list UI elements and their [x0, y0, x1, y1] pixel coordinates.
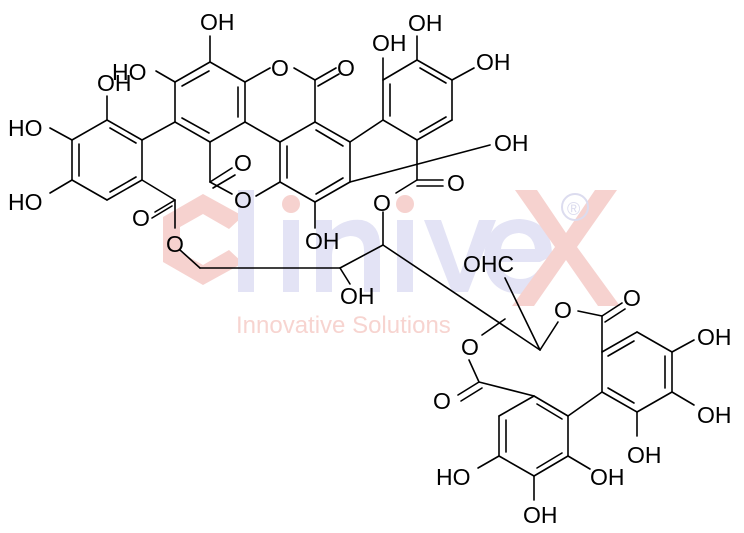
watermark-letter-v	[424, 220, 496, 292]
label-oh-lr-2: OH	[697, 402, 732, 428]
label-oh-cross: OH	[494, 130, 529, 156]
watermark-dot-1	[282, 195, 300, 213]
label-carbonyl-o-top: O	[337, 55, 355, 81]
label-oh-ll-2: OH	[590, 464, 625, 490]
watermark-registered-circle	[561, 193, 589, 221]
watermark-letter-l	[238, 190, 254, 292]
label-carbonyl-o-right: O	[447, 170, 465, 196]
label-ester-o-left: O	[166, 231, 184, 257]
label-oh-left-top: OH	[97, 70, 132, 96]
watermark-letter-n	[316, 219, 380, 292]
watermark-letter-x	[512, 190, 620, 306]
label-ring-o-top: O	[271, 55, 289, 81]
watermark-tagline: Innovative Solutions	[236, 312, 451, 339]
watermark: ® Innovative Solutions	[163, 190, 620, 339]
bonds	[49, 35, 695, 501]
label-ho-ringA: HO	[112, 59, 147, 85]
label-carbonyl-o-lower-right: O	[623, 285, 641, 311]
label-ester-o-lower-right: O	[554, 297, 572, 323]
label-ho-ll-1: HO	[436, 464, 471, 490]
label-oh-right-a: OH	[372, 30, 407, 56]
label-carbonyl-o-left: O	[132, 205, 150, 231]
label-lactone-o-ring: O	[234, 187, 252, 213]
label-ho-left-bottom: HO	[8, 189, 43, 215]
label-carbonyl-o-lower-left: O	[433, 388, 451, 414]
watermark-registered: ®	[567, 199, 580, 219]
label-oh-lr-1: OH	[697, 324, 732, 350]
label-ho-left-mid: HO	[8, 115, 43, 141]
watermark-letter-c	[163, 194, 243, 285]
label-aldehyde: OHC	[463, 251, 514, 277]
watermark-letter-i2	[397, 220, 413, 292]
label-lactone-o-carbonyl: O	[234, 150, 252, 176]
label-oh-top: OH	[200, 9, 235, 35]
label-ester-o-right: O	[373, 190, 391, 216]
label-oh-lr-3: OH	[627, 442, 662, 468]
atom-labels: OH HO O O OH HO HO O O O O OH OH OH OH O…	[8, 9, 732, 528]
watermark-letter-i	[283, 220, 299, 292]
label-ester-o-lower-left: O	[461, 334, 479, 360]
label-oh-sugar: OH	[340, 283, 375, 309]
label-oh-right-b: OH	[408, 10, 443, 36]
watermark-dot-2	[396, 195, 414, 213]
label-oh-right-c: OH	[476, 49, 511, 75]
label-oh-ll-3: OH	[523, 502, 558, 528]
label-oh-center-bottom: OH	[305, 228, 340, 254]
